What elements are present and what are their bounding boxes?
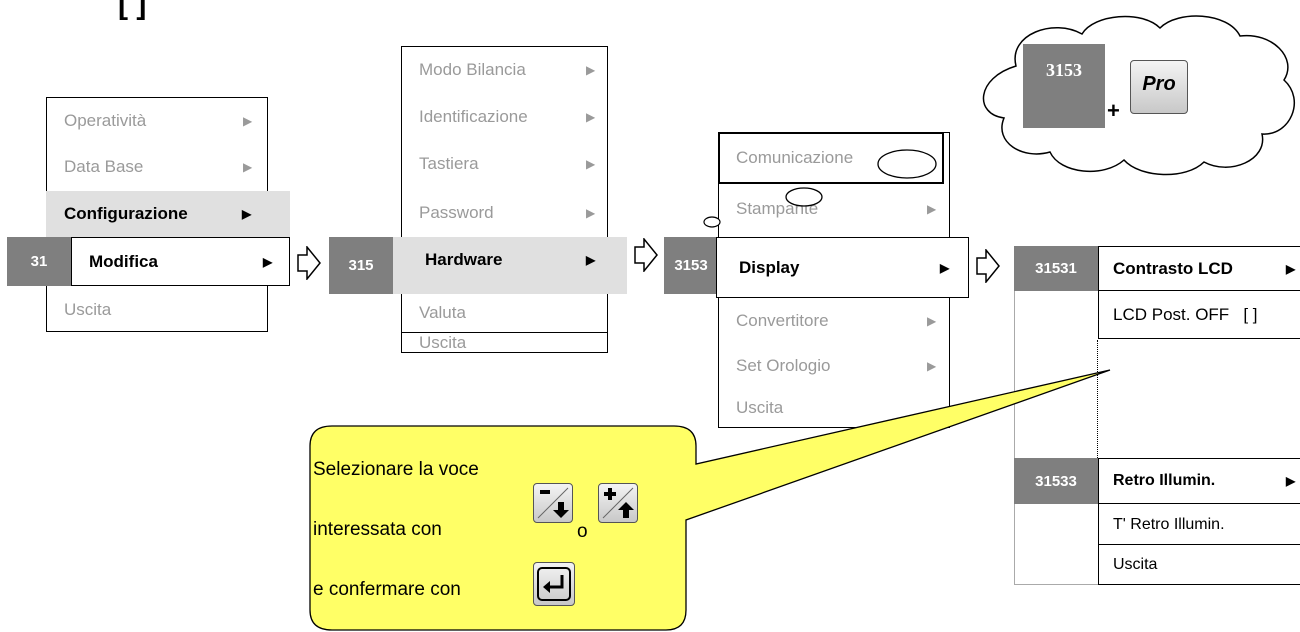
menu1-item-database[interactable]: Data Base▶ xyxy=(64,156,253,176)
menu4-item-lcd-post-off[interactable]: LCD Post. OFF [ ] xyxy=(1113,305,1258,324)
menu3-item-set-orologio[interactable]: Set Orologio▶ xyxy=(736,356,937,375)
menu1-item-uscita[interactable]: Uscita xyxy=(64,299,112,319)
menu4-row-5 xyxy=(1098,545,1300,585)
menu-level2 xyxy=(401,46,608,353)
up-key-icon xyxy=(598,483,638,523)
menu1-item-modifica[interactable]: Modifica▶ xyxy=(89,251,273,271)
enter-key-icon xyxy=(533,562,575,606)
callout-line3: e confermare con xyxy=(313,579,461,600)
cloud-code: 3153 xyxy=(1023,44,1105,128)
menu2-item-uscita[interactable]: Uscita xyxy=(419,333,467,352)
menu3-item-convertitore[interactable]: Convertitore▶ xyxy=(736,311,937,330)
menu1-code: 31 xyxy=(7,237,71,286)
menu2-item-tastiera[interactable]: Tastiera▶ xyxy=(419,153,596,173)
menu1-selected-row xyxy=(71,237,290,286)
menu2-item-hardware[interactable]: Hardware▶ xyxy=(425,250,596,269)
menu4-dotted-gap xyxy=(1097,340,1098,458)
menu4-item-t-retro-illumin[interactable]: T' Retro Illumin. xyxy=(1113,515,1225,533)
header-fragment: [ ] xyxy=(118,0,147,21)
callout-bubble xyxy=(309,369,1111,631)
menu1-item-configurazione[interactable]: Configurazione▶ xyxy=(64,204,252,223)
pro-key-icon: Pro xyxy=(1130,60,1188,114)
menu4-item-uscita[interactable]: Uscita xyxy=(1113,556,1158,573)
down-key-icon xyxy=(533,483,573,523)
menu2-item-valuta[interactable]: Valuta xyxy=(419,303,466,322)
menu3-item-comunicazione[interactable]: Comunicazione xyxy=(736,148,854,167)
menu4-item-contrasto-lcd[interactable]: Contrasto LCD▶ xyxy=(1113,258,1296,278)
menu1-item-operativita[interactable]: Operatività▶ xyxy=(64,110,253,130)
menu3-item-uscita[interactable]: Uscita xyxy=(736,398,784,417)
menu4-item-retro-illumin[interactable]: Retro Illumin.▶ xyxy=(1113,472,1296,489)
menu3-code: 3153 xyxy=(664,237,718,294)
ellipse-marker xyxy=(703,216,721,228)
arrow-right-icon xyxy=(634,238,658,272)
menu2-divider xyxy=(401,332,608,333)
menu4-code-2: 31533 xyxy=(1014,458,1098,504)
menu2-code: 315 xyxy=(329,237,393,294)
menu4-code-1: 31531 xyxy=(1014,246,1098,291)
menu1-highlight xyxy=(46,191,290,237)
callout-line1: Selezionare la voce xyxy=(313,459,479,480)
ellipse-marker xyxy=(785,187,823,207)
arrow-right-icon xyxy=(297,246,321,280)
menu3-selected-row xyxy=(716,237,969,298)
menu4-row-4 xyxy=(1098,504,1300,545)
menu2-item-modo-bilancia[interactable]: Modo Bilancia▶ xyxy=(419,59,596,79)
menu4-row-3 xyxy=(1098,458,1300,504)
cloud-plus: + xyxy=(1107,98,1120,123)
menu2-item-identificazione[interactable]: Identificazione▶ xyxy=(419,106,596,126)
menu2-highlight xyxy=(393,237,627,294)
menu4-row-2 xyxy=(1098,291,1300,339)
menu3-item-display[interactable]: Display▶ xyxy=(739,257,950,277)
menu3-item-stampante[interactable]: Stampante▶ xyxy=(736,199,937,218)
callout-or: o xyxy=(577,521,588,542)
menu4-row-1 xyxy=(1098,246,1300,291)
menu2-item-password[interactable]: Password▶ xyxy=(419,203,596,222)
ellipse-marker xyxy=(877,149,937,179)
arrow-right-icon xyxy=(976,249,1000,283)
callout-line2: interessata con xyxy=(313,519,442,540)
